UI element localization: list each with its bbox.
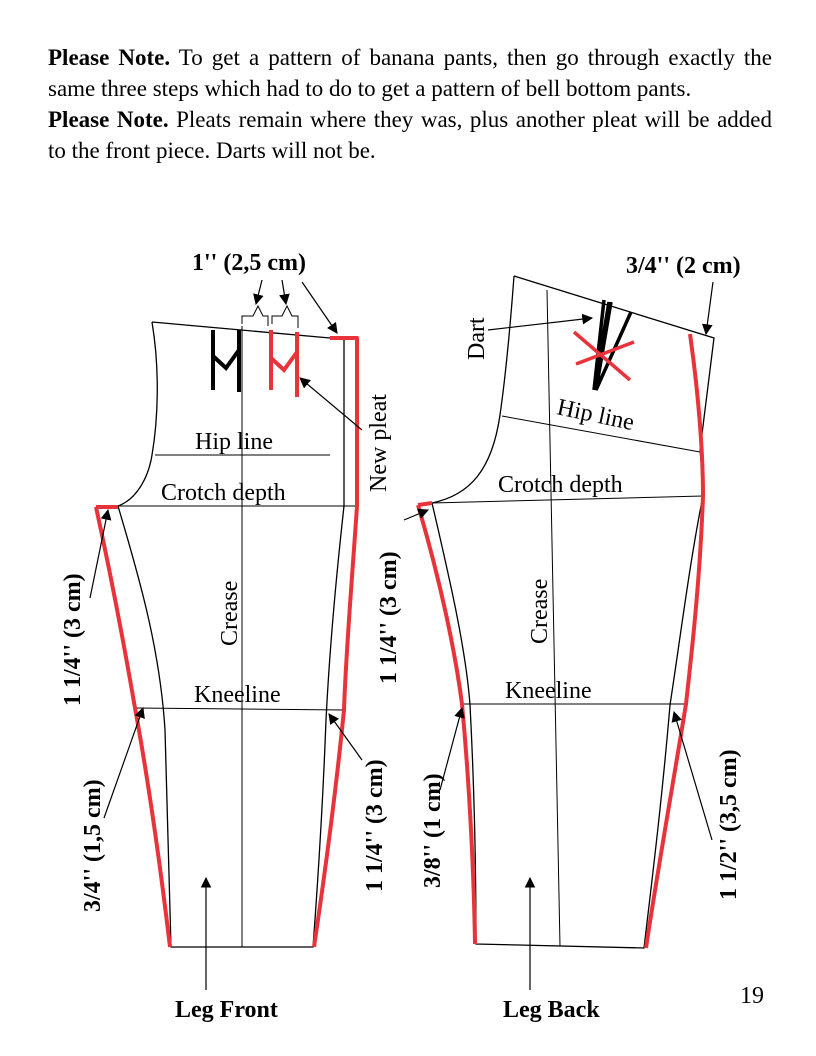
back-outline xyxy=(417,275,715,949)
back-crease-label: Crease xyxy=(527,579,553,644)
front-measure-top: 1'' (2,5 cm) xyxy=(192,250,306,276)
back-hip-line-label: Hip line xyxy=(555,394,637,436)
back-crotch-depth-label: Crotch depth xyxy=(498,472,623,498)
back-dart-cross-2 xyxy=(575,340,635,366)
front-pleat-new xyxy=(269,330,299,397)
back-red-right xyxy=(644,333,705,949)
front-measure-left-upper: 1 1/4'' (3 cm) xyxy=(60,573,86,706)
front-new-pleat-label: New pleat xyxy=(366,394,392,492)
note-2: Please Note. Pleats remain where they wa… xyxy=(48,107,772,163)
front-measure-left-lower: 3/4'' (1,5 cm) xyxy=(80,779,106,912)
back-hip-line xyxy=(501,415,701,453)
back-kneeline-label: Kneeline xyxy=(505,678,592,704)
front-knee-line xyxy=(134,707,346,711)
back-dart xyxy=(592,299,633,391)
back-measure-top: 3/4'' (2 cm) xyxy=(626,253,741,279)
back-red-left xyxy=(416,501,477,945)
back-crease-line xyxy=(546,289,561,947)
back-dart-label: Dart xyxy=(464,317,490,360)
back-measure-left-lower: 3/8'' (1 cm) xyxy=(420,773,446,888)
leg-front-caption: Leg Front xyxy=(175,997,278,1023)
front-bracket-2 xyxy=(271,304,299,328)
front-measure-right: 1 1/4'' (3 cm) xyxy=(362,759,388,892)
front-pleat-existing xyxy=(211,330,241,392)
front-crease-label: Crease xyxy=(217,581,243,646)
front-red-left xyxy=(94,505,172,948)
front-red-right xyxy=(312,336,359,948)
leg-back-caption: Leg Back xyxy=(503,997,600,1023)
leg-front-pattern: 1'' (2,5 cm) New pleat Hip line Crotch d… xyxy=(60,250,392,1023)
front-hip-line-label: Hip line xyxy=(195,429,273,455)
front-kneeline-label: Kneeline xyxy=(194,682,281,708)
instruction-notes: Please Note. To get a pattern of banana … xyxy=(48,42,772,166)
back-crotch-line xyxy=(431,495,704,504)
page-number: 19 xyxy=(740,983,764,1009)
note-1: Please Note. To get a pattern of banana … xyxy=(48,45,772,101)
front-crotch-depth-label: Crotch depth xyxy=(161,480,286,506)
back-measure-left-upper: 1 1/4'' (3 cm) xyxy=(376,551,402,684)
leg-back-pattern: 3/4'' (2 cm) Dart Hip line Crotch depth … xyxy=(376,253,742,1023)
front-bracket-1 xyxy=(241,304,269,326)
back-measure-right: 1 1/2'' (3,5 cm) xyxy=(716,749,742,900)
